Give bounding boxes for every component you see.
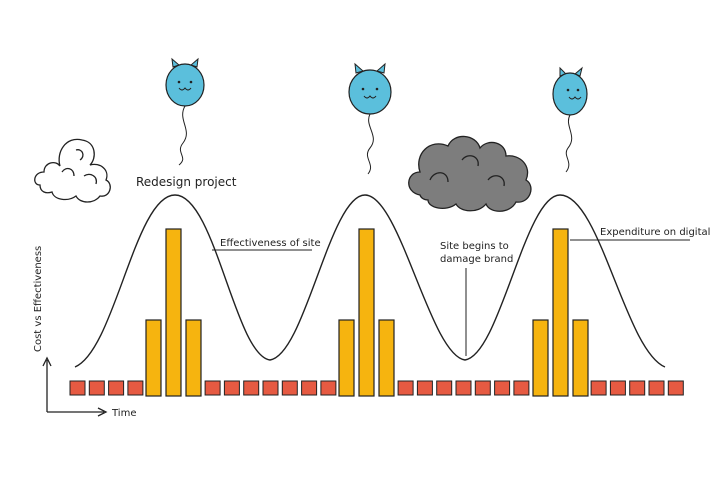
small-bar bbox=[69, 380, 86, 396]
effectiveness-label: Effectiveness of site bbox=[220, 238, 321, 249]
small-bar bbox=[455, 380, 472, 396]
small-bar bbox=[474, 380, 491, 396]
small-bar bbox=[648, 380, 665, 396]
small-bar bbox=[494, 380, 511, 396]
small-bar bbox=[397, 380, 414, 396]
cat-balloon-icon bbox=[552, 66, 588, 173]
y-axis-arrow bbox=[42, 356, 52, 367]
expenditure-label: Expenditure on digital bbox=[600, 227, 710, 238]
y-axis-label: Cost vs Effectiveness bbox=[33, 246, 44, 352]
damage-label-1: Site begins to bbox=[440, 241, 509, 252]
small-bar bbox=[204, 380, 221, 396]
small-bar bbox=[262, 380, 279, 396]
bar-side bbox=[145, 319, 162, 397]
small-bar bbox=[281, 380, 298, 396]
small-bar bbox=[223, 380, 240, 396]
small-bar bbox=[667, 380, 684, 396]
bar-tall bbox=[552, 228, 569, 397]
small-bar bbox=[609, 380, 626, 396]
small-bar bbox=[513, 380, 530, 396]
x-axis-arrow bbox=[97, 407, 108, 417]
cat-balloon-icon bbox=[165, 57, 205, 166]
axes bbox=[42, 356, 108, 417]
small-bar bbox=[629, 380, 646, 396]
small-bar bbox=[243, 380, 260, 396]
bar-side bbox=[532, 319, 549, 397]
small-bar bbox=[320, 380, 337, 396]
bar-side bbox=[338, 319, 355, 397]
redesign-label: Redesign project bbox=[136, 175, 237, 189]
damage-label-2: damage brand bbox=[440, 254, 513, 265]
small-bar bbox=[416, 380, 433, 396]
cat-balloon-icon bbox=[348, 62, 392, 175]
small-bars-group bbox=[69, 380, 684, 396]
effectiveness-curve bbox=[74, 194, 666, 368]
bar-side bbox=[378, 319, 395, 397]
small-bar bbox=[108, 380, 125, 396]
bar-tall bbox=[358, 228, 375, 397]
bar-side bbox=[185, 319, 202, 397]
white-cloud-icon bbox=[34, 138, 111, 203]
bar-tall bbox=[165, 228, 182, 397]
small-bar bbox=[88, 380, 105, 396]
tall-bars-group bbox=[145, 228, 589, 397]
small-bar bbox=[127, 380, 144, 396]
small-bar bbox=[590, 380, 607, 396]
storm-cloud-icon bbox=[408, 135, 532, 212]
small-bar bbox=[436, 380, 453, 396]
x-axis-label: Time bbox=[111, 408, 136, 419]
small-bar bbox=[301, 380, 318, 396]
bar-side bbox=[572, 319, 589, 397]
